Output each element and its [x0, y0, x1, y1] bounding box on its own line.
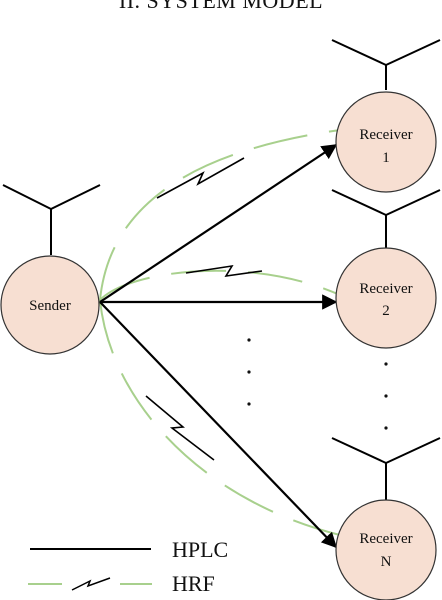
receiver2-node: Receiver 2 [335, 247, 437, 349]
receiver1-node: Receiver 1 [335, 91, 437, 193]
sender-antenna-icon [2, 184, 101, 255]
legend-lightning-bolt-icon [71, 577, 111, 591]
hplc-link-receiver1 [99, 144, 338, 303]
ellipsis-dots [247, 338, 388, 430]
lightning-bolts [145, 157, 263, 461]
receiver1-antenna-icon [331, 39, 441, 90]
hrf-link-receiverN [99, 299, 341, 536]
hrf-link-receiver2 [99, 269, 341, 301]
receiver1-label-line1: Receiver [359, 127, 412, 143]
hplc-links [99, 144, 338, 549]
receiverN-label-line1: Receiver [359, 531, 412, 547]
hrf-link-receiver1 [99, 129, 341, 301]
sender-node: Sender [0, 255, 100, 355]
receiver2-antenna-icon [331, 189, 441, 250]
receiverN-antenna-icon [331, 437, 441, 500]
lightning-bolt-icon [185, 264, 263, 278]
section-heading: II. SYSTEM MODEL [118, 0, 324, 13]
legend-hrf-label: HRF [172, 571, 215, 596]
legend-hplc-label: HPLC [172, 537, 228, 562]
legend: HPLC HRF [28, 537, 228, 596]
receiver1-label-line2: 1 [382, 150, 390, 166]
sender-label: Sender [29, 298, 71, 314]
receiver2-label-line1: Receiver [359, 281, 412, 297]
hplc-link-receiverN [99, 301, 338, 549]
receiverN-node: Receiver N [335, 499, 437, 600]
receiver2-label-line2: 2 [382, 303, 390, 319]
lightning-bolt-icon [156, 157, 245, 199]
hrf-links [99, 129, 341, 536]
lightning-bolt-icon [145, 395, 215, 461]
receiverN-label-line2: N [381, 554, 392, 570]
